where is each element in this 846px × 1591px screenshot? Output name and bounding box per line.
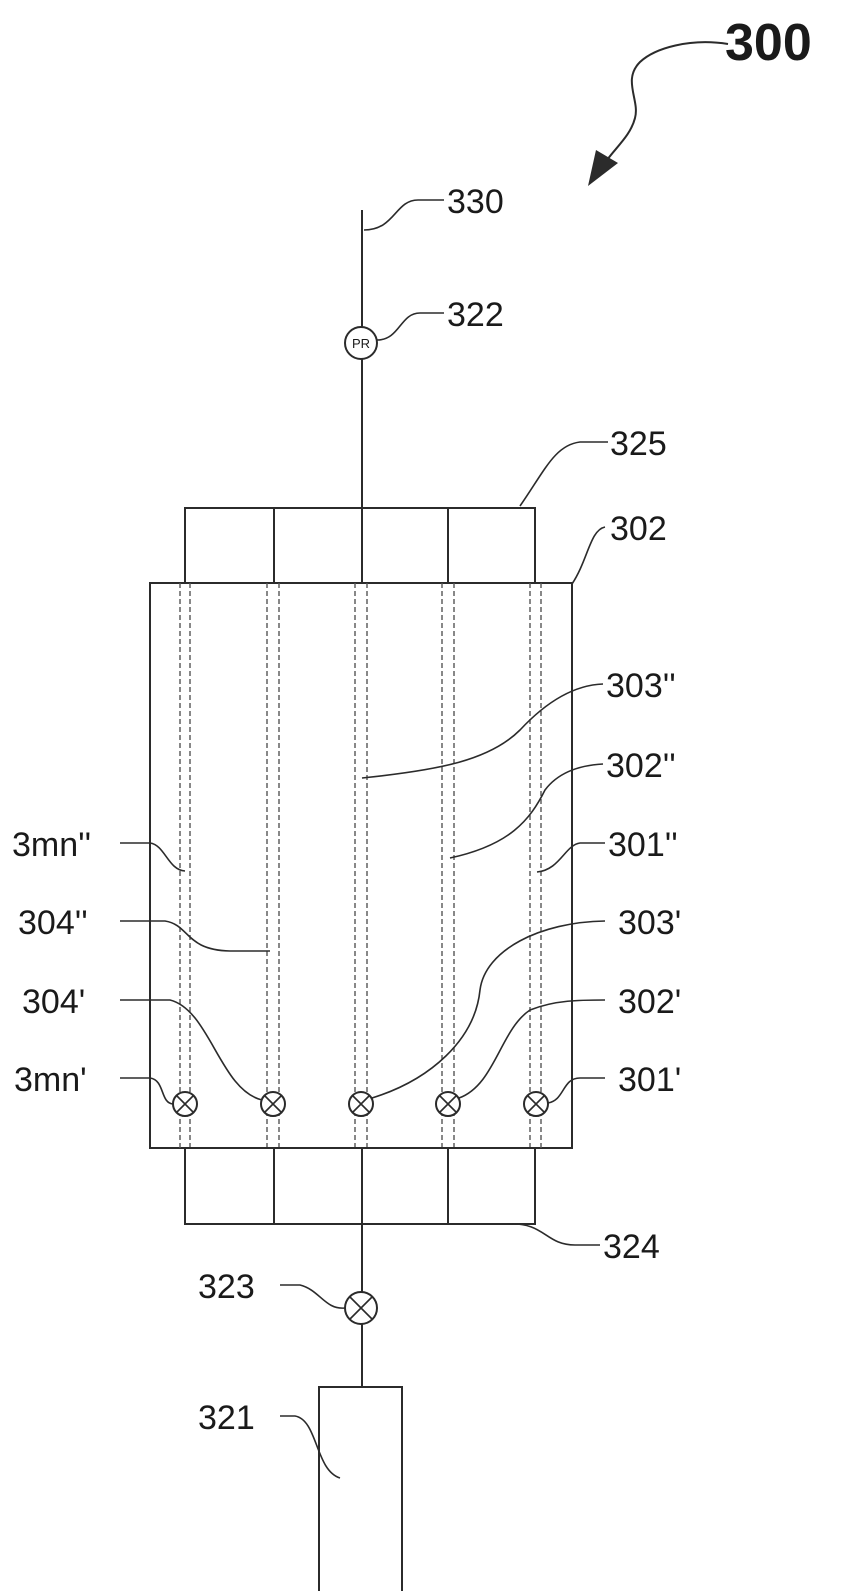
source-321 — [318, 1386, 403, 1591]
leader-302pp — [449, 763, 604, 859]
valve-323-icon — [344, 1291, 378, 1325]
label-301p: 301' — [618, 1061, 681, 1099]
label-323: 323 — [198, 1268, 255, 1306]
valve-304-icon — [260, 1091, 286, 1117]
leader-301p — [547, 1077, 605, 1104]
housing-302 — [149, 582, 573, 1149]
leader-322 — [376, 312, 444, 341]
label-302: 302 — [610, 510, 667, 548]
leader-lines — [120, 199, 608, 1479]
label-303p: 303' — [618, 904, 681, 942]
label-303pp: 303'' — [606, 667, 676, 705]
valve-301-icon — [523, 1091, 549, 1117]
leader-3mnpp — [120, 842, 186, 872]
leader-301pp — [536, 842, 605, 873]
reference-labels: 330 322 325 302 303'' 302'' 3mn'' 301'' … — [12, 183, 681, 1437]
label-3mnp: 3mn' — [14, 1061, 87, 1099]
label-324: 324 — [603, 1228, 660, 1266]
label-3mnpp: 3mn'' — [12, 826, 91, 864]
leader-321 — [280, 1415, 341, 1479]
label-321: 321 — [198, 1399, 255, 1437]
label-325: 325 — [610, 425, 667, 463]
label-304p: 304' — [22, 983, 85, 1021]
leader-303p — [371, 920, 606, 1099]
leader-304p — [120, 999, 263, 1101]
leader-304pp — [120, 920, 270, 952]
leader-3mnp — [120, 1077, 174, 1105]
leader-324 — [507, 1223, 600, 1246]
leader-303pp — [361, 683, 604, 779]
leader-325 — [519, 441, 608, 507]
label-304pp: 304'' — [18, 904, 88, 942]
label-301pp: 301'' — [608, 826, 678, 864]
leader-302p — [458, 999, 606, 1099]
label-302pp: 302'' — [606, 747, 676, 785]
leader-323 — [280, 1284, 346, 1309]
leader-302 — [571, 526, 606, 585]
top-manifold-325 — [184, 507, 536, 584]
label-322: 322 — [447, 296, 504, 334]
leader-330 — [363, 199, 444, 231]
figure-number: 300 — [725, 14, 812, 72]
bottom-manifold-324 — [184, 1147, 536, 1225]
figure-arrow-shaft — [599, 41, 729, 171]
pressure-regulator-text: PR — [352, 336, 370, 351]
label-302p: 302' — [618, 983, 681, 1021]
figure-arrowhead — [588, 150, 618, 186]
valve-3mn-icon — [172, 1091, 198, 1117]
tube-valves — [172, 1091, 549, 1117]
tubes — [179, 583, 542, 1148]
label-330: 330 — [447, 183, 504, 221]
valve-303-icon — [348, 1091, 374, 1117]
valve-302-icon — [435, 1091, 461, 1117]
